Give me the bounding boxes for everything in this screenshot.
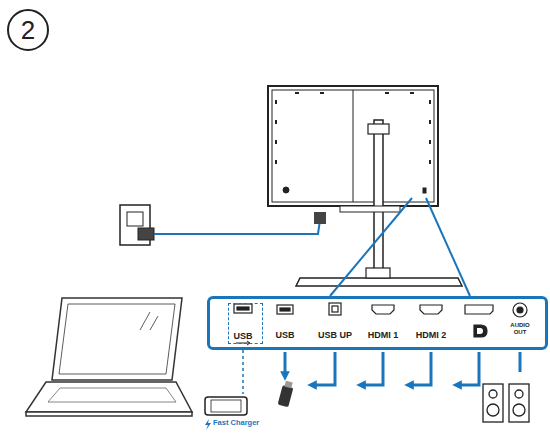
port-label: USB UP <box>318 331 352 341</box>
power-cable <box>154 220 320 234</box>
port-label: AUDIO OUT <box>507 322 533 335</box>
wall-socket <box>120 205 154 245</box>
port-panel: USB USB UP HDMI 1 HDMI 2 AUDIO OUT USB <box>207 296 548 350</box>
usb-charge-port: USB <box>228 303 263 344</box>
dashed-link <box>242 350 244 394</box>
callout-number: 2 <box>21 16 35 45</box>
port-icons <box>234 303 527 345</box>
port-label: HDMI 1 <box>368 331 399 341</box>
speakers <box>483 384 529 422</box>
port-note: Fast Charger <box>213 419 259 427</box>
connection-arrows <box>285 352 520 385</box>
phone <box>205 397 247 415</box>
laptop <box>26 298 192 416</box>
usb-stick <box>278 381 294 407</box>
port-label: USB <box>233 332 252 342</box>
zoom-line <box>426 198 470 296</box>
power-plug <box>314 212 326 224</box>
monitor <box>268 86 462 286</box>
port-label: HDMI 2 <box>416 331 447 341</box>
port-label: USB <box>275 331 294 341</box>
callout-circle <box>8 10 48 50</box>
zoom-line <box>330 198 412 296</box>
lightning-icon <box>205 419 211 430</box>
